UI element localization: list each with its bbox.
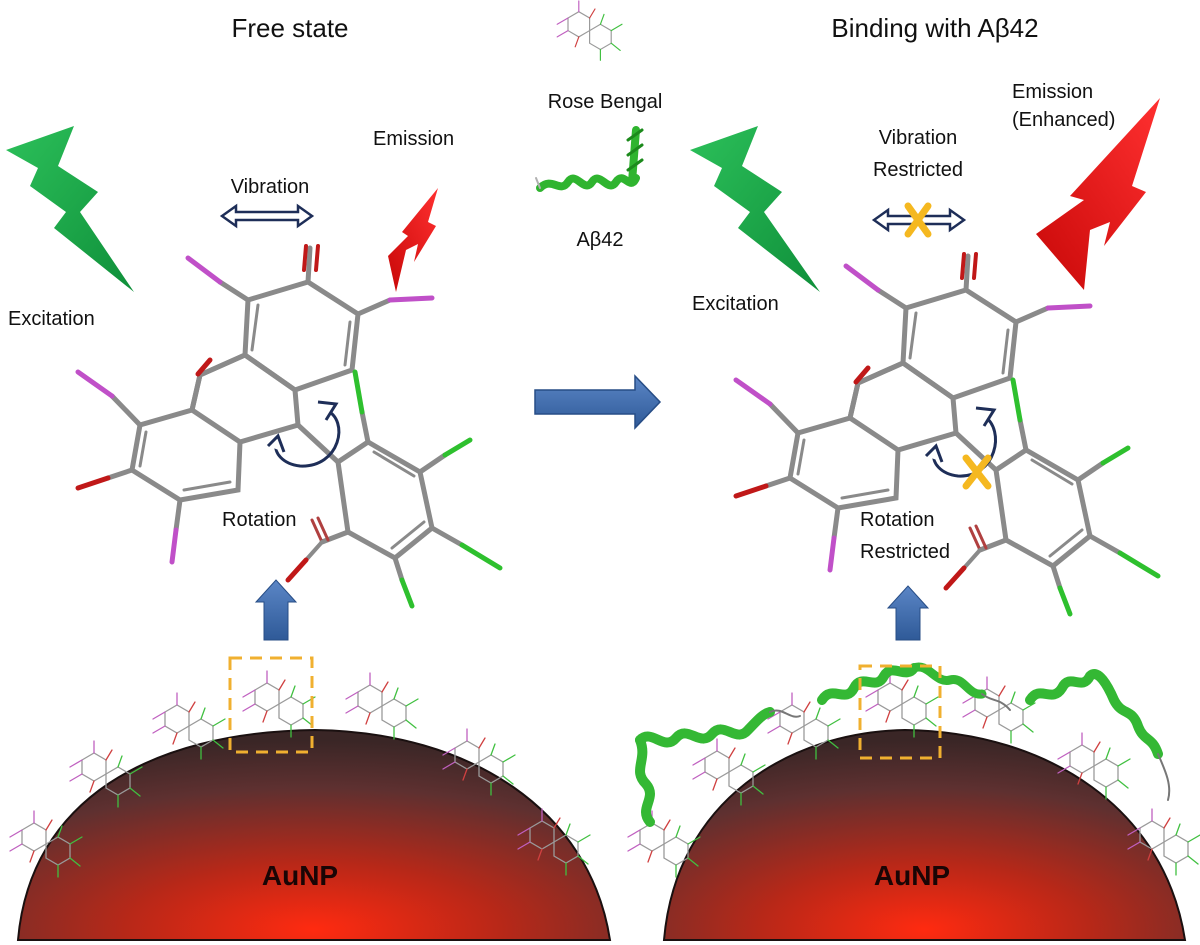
right-rotation-arrow-icon — [924, 406, 997, 478]
left-dashed-box — [228, 656, 314, 754]
right-excitation-label: Excitation — [692, 293, 779, 315]
transition-block-arrow-icon — [534, 374, 662, 430]
left-title: Free state — [231, 13, 348, 43]
left-vibration-double-arrow-icon — [219, 203, 315, 229]
rotation-restrict-cross-icon — [962, 454, 992, 490]
vibration-restrict-cross-icon — [904, 202, 932, 238]
left-vibration-label: Vibration — [231, 176, 310, 198]
right-emission-label-1: Emission — [1012, 81, 1093, 103]
right-rotation-label-2: Restricted — [860, 541, 950, 563]
left-emission-label: Emission — [373, 128, 454, 150]
rose-bengal-legend-icon — [556, 0, 623, 61]
left-excitation-label: Excitation — [8, 308, 95, 330]
left-rose-bengal-molecule — [78, 246, 500, 606]
right-emission-bolt-icon — [1036, 98, 1160, 290]
left-emission-bolt-icon — [388, 188, 438, 292]
left-aunp — [16, 728, 612, 941]
right-dashed-box — [858, 664, 942, 760]
right-abeta42-peptides — [635, 662, 1171, 827]
left-rotation-arrow-icon — [266, 400, 341, 468]
peptide-legend-icon — [535, 126, 644, 192]
abeta42-label: Aβ42 — [576, 229, 623, 251]
right-aunp-label: AuNP — [874, 860, 950, 891]
right-emission-label-2: (Enhanced) — [1012, 109, 1115, 131]
right-up-arrow-icon — [886, 585, 930, 641]
left-aunp-label: AuNP — [262, 860, 338, 891]
right-vibration-label-2: Restricted — [873, 159, 963, 181]
right-excitation-bolt-icon — [690, 126, 820, 292]
left-rotation-label: Rotation — [222, 509, 297, 531]
left-excitation-bolt-icon — [6, 126, 134, 292]
right-rotation-label-1: Rotation — [860, 509, 935, 531]
right-title: Binding with Aβ42 — [831, 13, 1038, 43]
right-vibration-label-1: Vibration — [879, 127, 958, 149]
left-up-arrow-icon — [254, 579, 298, 641]
rose-bengal-label: Rose Bengal — [548, 91, 663, 113]
